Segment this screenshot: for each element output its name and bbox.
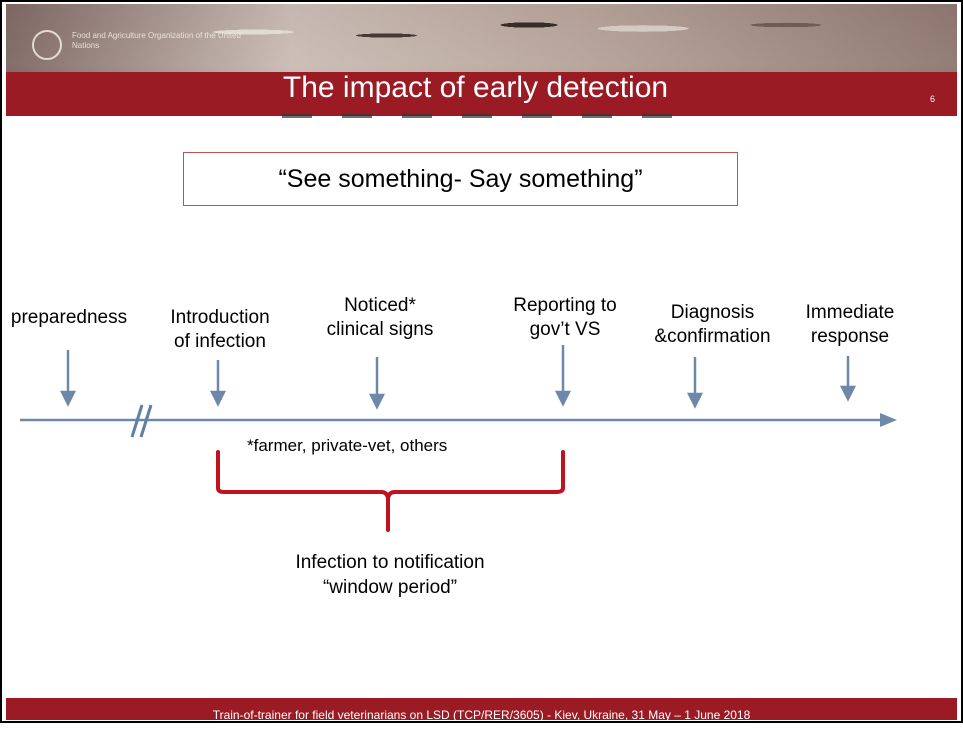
window-period-brace [216, 450, 565, 532]
break-mark [139, 404, 153, 438]
slide-number: 6 [930, 94, 936, 104]
stage-arrows [59, 345, 857, 410]
stage-label-preparedness: preparedness [10, 307, 128, 328]
slide-footer: Train-of-trainer for field veterinarians… [6, 698, 957, 722]
quote-box: “See something- Say something” [183, 152, 738, 206]
footer-text: Train-of-trainer for field veterinarians… [212, 708, 751, 722]
header-band [6, 72, 957, 116]
stage-label-response: Immediate response [805, 302, 895, 347]
footnote: *farmer, private-vet, others [247, 436, 448, 455]
break-mark [130, 404, 144, 438]
slide-header: Food and Agriculture Organization of the… [6, 4, 957, 116]
org-name: Food and Agriculture Organization of the… [72, 31, 241, 50]
title-overflow-text [282, 114, 672, 118]
stage-label-noticed: Noticed* clinical signs [326, 295, 434, 340]
timeline-arrowhead [880, 413, 897, 427]
slide-title: The impact of early detection [282, 71, 669, 104]
window-period-label: Infection to notification “window period… [295, 552, 485, 598]
stage-label-diagnosis: Diagnosis &confirmation [654, 302, 771, 347]
quote-text: “See something- Say something” [278, 164, 643, 193]
stage-label-reporting: Reporting to gov’t VS [513, 295, 617, 340]
header-photo [6, 4, 957, 74]
fao-logo-icon [32, 30, 62, 60]
stage-label-introduction: Introduction of infection [170, 307, 270, 352]
